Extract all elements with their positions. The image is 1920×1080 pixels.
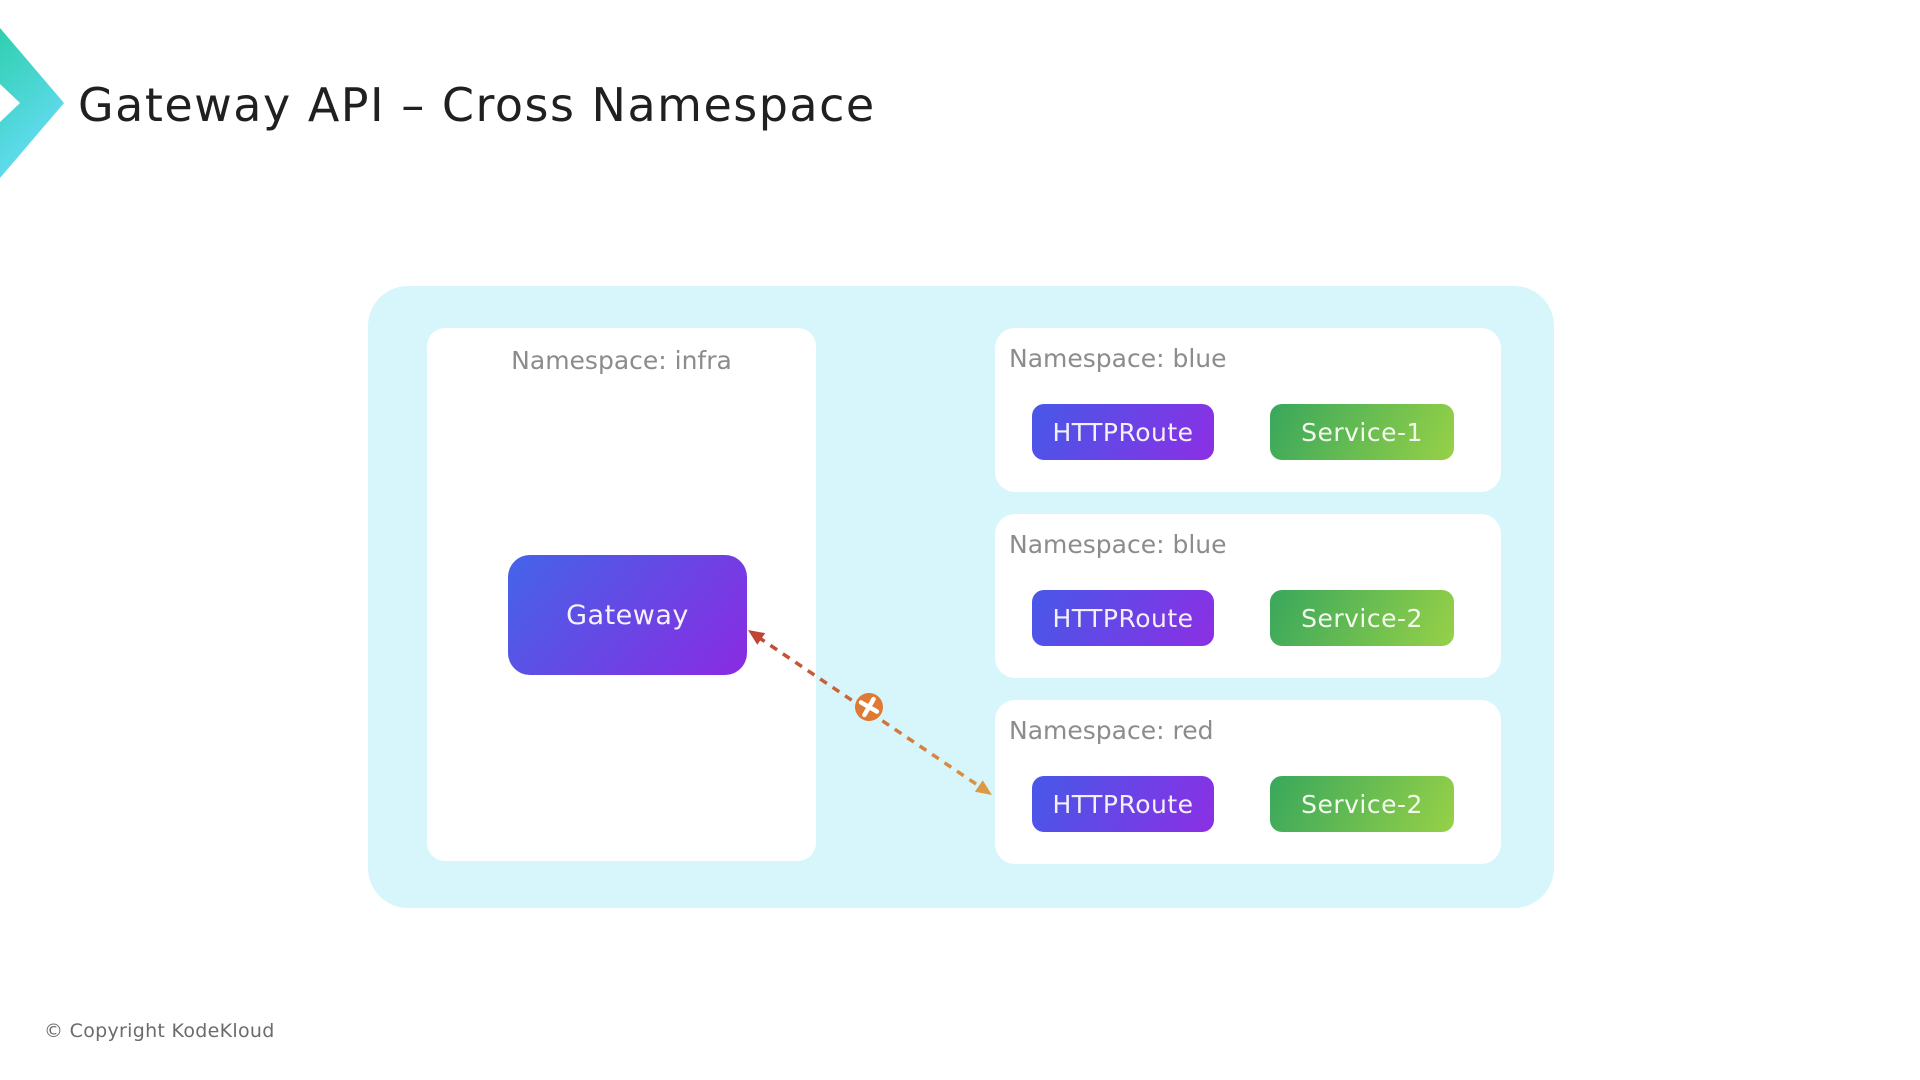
namespace-red-panel: Namespace: red HTTPRoute Service-2 (995, 700, 1501, 864)
httproute-node-blue-1: HTTPRoute (1032, 404, 1214, 460)
namespace-infra-panel: Namespace: infra Gateway (427, 328, 816, 861)
chevron-icon (0, 28, 64, 178)
namespace-blue-1-panel: Namespace: blue HTTPRoute Service-1 (995, 328, 1501, 492)
namespace-infra-label: Namespace: infra (511, 346, 732, 375)
httproute-node-blue-2: HTTPRoute (1032, 590, 1214, 646)
page-title: Gateway API – Cross Namespace (78, 78, 876, 132)
namespace-red-label: Namespace: red (1009, 716, 1214, 745)
kodekloud-chevron-logo (0, 28, 66, 178)
copyright-text: © Copyright KodeKloud (44, 1020, 275, 1042)
namespace-blue-2-label: Namespace: blue (1009, 530, 1227, 559)
gateway-node: Gateway (508, 555, 747, 675)
service-1-node: Service-1 (1270, 404, 1454, 460)
namespace-blue-2-panel: Namespace: blue HTTPRoute Service-2 (995, 514, 1501, 678)
service-2-node-red: Service-2 (1270, 776, 1454, 832)
namespace-blue-1-label: Namespace: blue (1009, 344, 1227, 373)
gateway-node-label: Gateway (566, 599, 689, 631)
httproute-node-red: HTTPRoute (1032, 776, 1214, 832)
service-2-node-blue: Service-2 (1270, 590, 1454, 646)
